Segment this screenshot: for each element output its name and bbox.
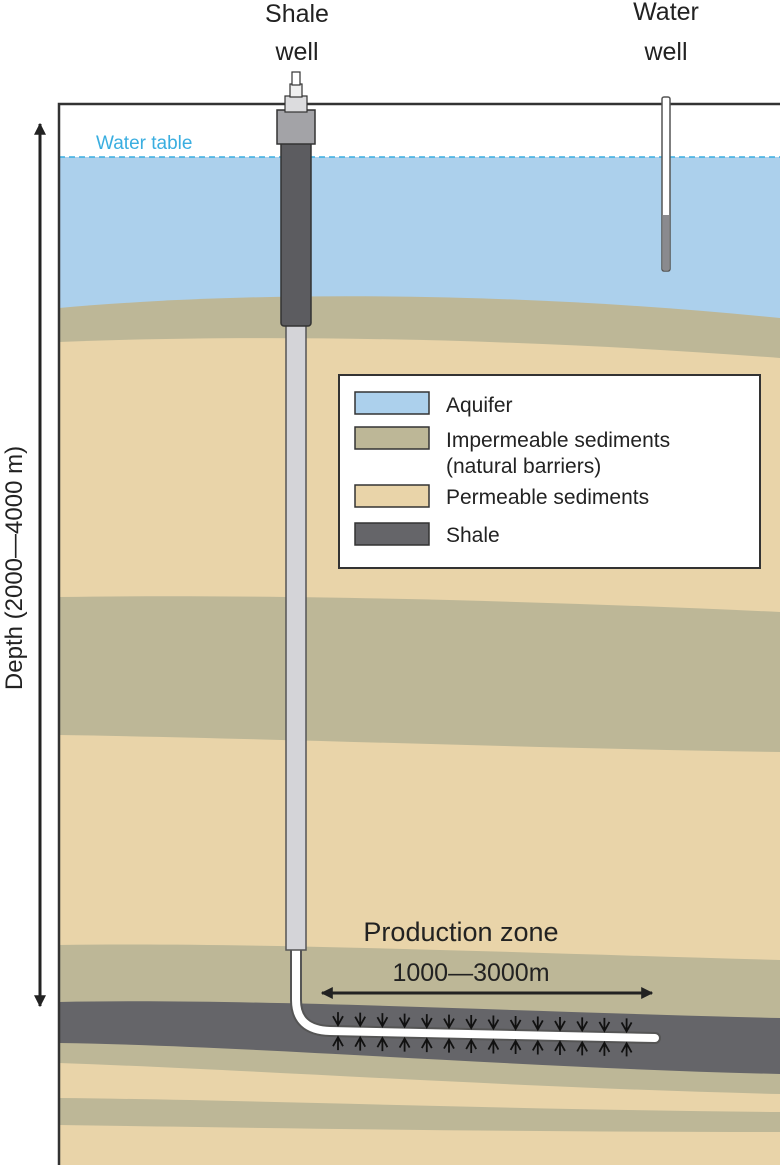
legend-label-aquifer: Aquifer: [446, 394, 513, 417]
shale-well-label-line2: well: [274, 38, 318, 66]
legend-swatch-shale: [354, 522, 430, 546]
production-zone-label: Production zone: [363, 917, 558, 947]
fracture-mark: [376, 1013, 389, 1028]
legend-swatch-permeable: [354, 484, 430, 508]
fracture-marks: [332, 1012, 633, 1057]
water-table-label: Water table: [96, 133, 192, 154]
water-well-label-line1: Water: [633, 0, 699, 26]
surface-casing: [280, 139, 312, 327]
production-length-label: 1000—3000m: [392, 959, 549, 987]
wellhead-cap-lower: [284, 95, 308, 113]
shale-well: [276, 71, 661, 1044]
fracture-mark: [620, 1018, 633, 1034]
fracture-mark: [465, 1015, 477, 1030]
fracture-mark: [620, 1041, 633, 1057]
legend: Aquifer Impermeable sediments (natural b…: [338, 374, 761, 569]
ground-border: [57, 102, 780, 1165]
permeable-layer-4: [59, 1125, 780, 1165]
fracture-mark: [576, 1017, 588, 1033]
legend-swatch-impermeable: [354, 426, 430, 450]
fracture-mark: [509, 1039, 522, 1054]
fracture-mark: [554, 1016, 566, 1032]
fracture-mark: [509, 1016, 522, 1031]
wellhead-valve: [291, 71, 301, 86]
fracture-mark: [354, 1012, 366, 1028]
wellhead-cap-upper: [289, 83, 303, 98]
fracture-mark: [443, 1037, 455, 1053]
well-pipe: [285, 317, 307, 951]
legend-swatch-aquifer: [354, 391, 430, 415]
wellhead-collar: [276, 109, 316, 145]
legend-label-permeable: Permeable sediments: [446, 486, 649, 509]
fracture-mark: [487, 1015, 500, 1031]
water-well: [661, 96, 671, 272]
fracture-mark: [421, 1014, 433, 1029]
fracture-mark: [532, 1016, 544, 1032]
fracture-mark: [376, 1036, 389, 1052]
fracture-mark: [443, 1014, 455, 1030]
depth-label: Depth (2000—4000 m): [1, 446, 28, 690]
fracture-mark: [354, 1035, 366, 1051]
fracture-mark: [421, 1037, 433, 1053]
fracture-mark: [487, 1038, 500, 1054]
fracture-mark: [398, 1013, 411, 1029]
fracture-mark: [465, 1038, 477, 1054]
shale-well-label-line1: Shale: [265, 0, 329, 28]
legend-label-shale: Shale: [446, 524, 500, 547]
fracture-mark: [532, 1039, 544, 1055]
fracture-mark: [332, 1035, 344, 1051]
legend-label-impermeable-sub: (natural barriers): [446, 455, 601, 478]
fracture-mark: [576, 1040, 588, 1056]
fracture-mark: [554, 1040, 566, 1055]
fracture-mark: [398, 1036, 411, 1052]
fracture-mark: [332, 1012, 344, 1028]
legend-label-impermeable: Impermeable sediments: [446, 429, 670, 452]
fracture-mark: [598, 1017, 611, 1033]
strata: [59, 104, 780, 1165]
fracture-mark: [598, 1041, 611, 1056]
water-well-label-line2: well: [643, 38, 687, 66]
